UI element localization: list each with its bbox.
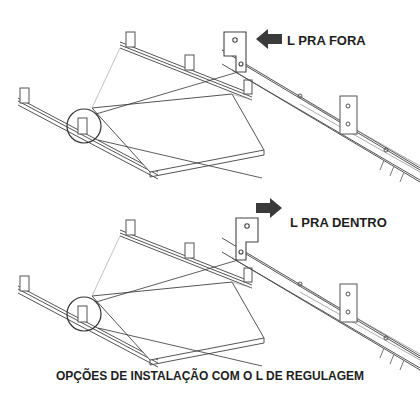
caption: OPÇÕES DE INSTALAÇÃO COM O L DE REGULAGE… [56,369,364,383]
option-label: L PRA FORA [287,33,366,48]
option-label: L PRA DENTRO [290,215,387,230]
